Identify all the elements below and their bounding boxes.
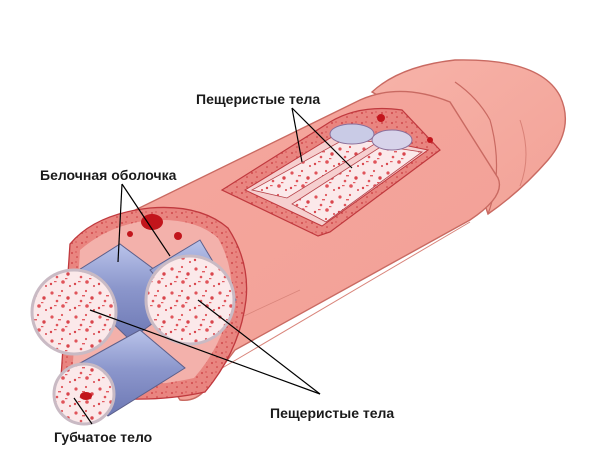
- cavernous-tube-right: [144, 239, 237, 346]
- spongy-tube: [52, 329, 186, 426]
- label-spongy-body: Губчатое тело: [54, 429, 152, 445]
- label-cavernous-bodies-top: Пещеристые тела: [196, 91, 320, 107]
- label-tunica-albuginea: Белочная оболочка: [40, 167, 177, 183]
- cutaway-window: [220, 107, 441, 237]
- pointer-lines: [73, 107, 353, 425]
- label-cavernous-bodies-bottom: Пещеристые тела: [270, 405, 394, 421]
